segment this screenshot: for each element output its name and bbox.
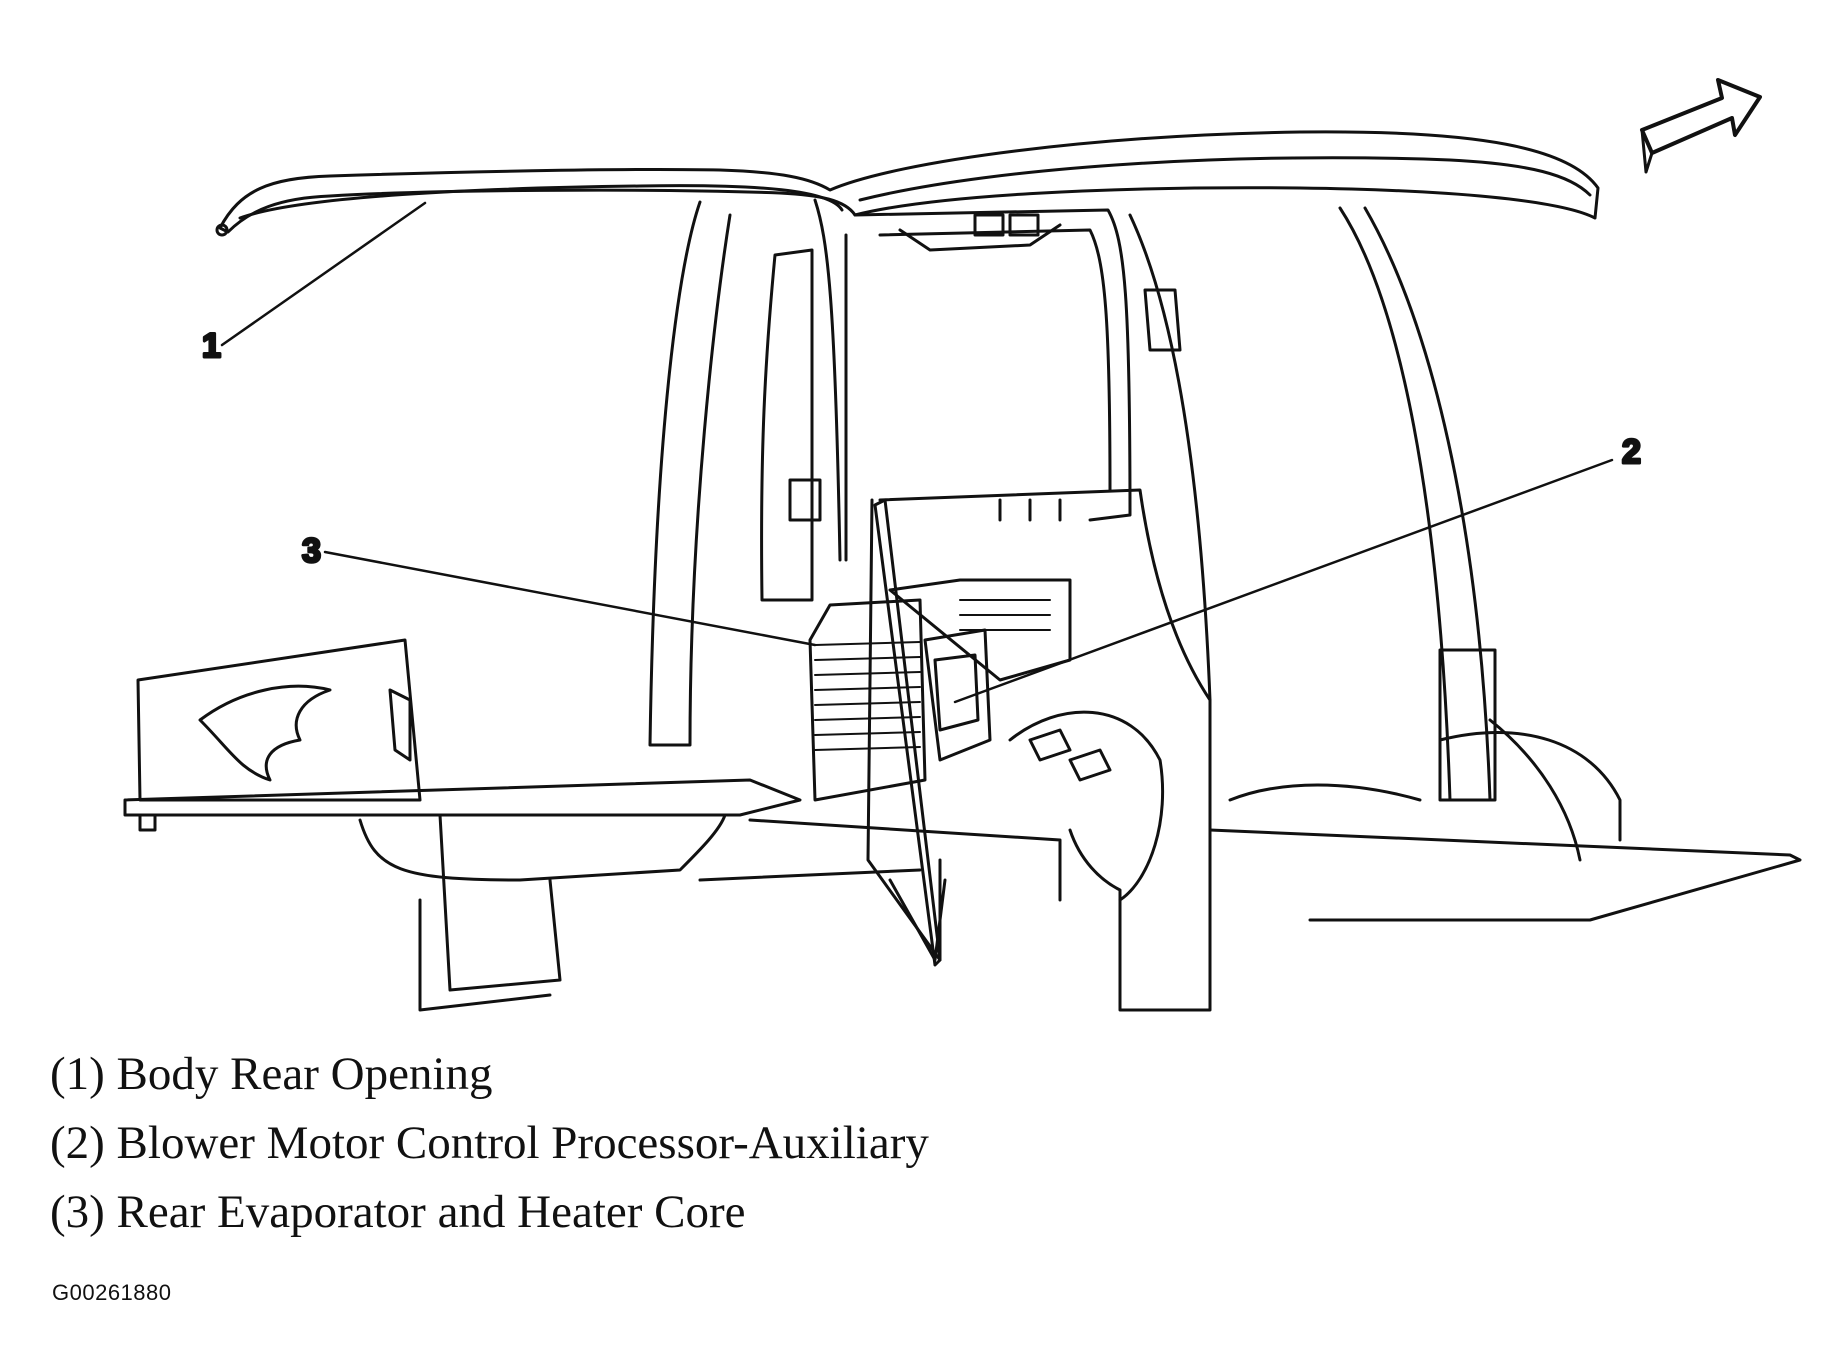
legend-item-3: (3) Rear Evaporator and Heater Core xyxy=(50,1186,746,1238)
vehicle-body-illustration: 1 2 3 xyxy=(123,78,1802,1012)
front-direction-arrow-icon xyxy=(1640,78,1762,174)
callout-number-3: 3 xyxy=(302,532,321,570)
floor-panel xyxy=(123,731,1802,1012)
blower-motor-control-processor xyxy=(923,628,992,762)
rear-pillar xyxy=(1338,206,1582,862)
side-door-frame xyxy=(853,208,1212,702)
callout-legend: (1) Body Rear Opening (2) Blower Motor C… xyxy=(50,1040,929,1247)
wheelhouse xyxy=(1008,710,1165,902)
leader-line-1 xyxy=(220,201,427,347)
leader-line-3 xyxy=(323,550,817,647)
roof-panel xyxy=(215,130,1600,237)
callout-number-1: 1 xyxy=(202,327,221,365)
callout-number-2: 2 xyxy=(1622,433,1641,471)
legend-item-1: (1) Body Rear Opening xyxy=(50,1048,493,1100)
figure-id: G00261880 xyxy=(52,1280,172,1305)
legend-item-2: (2) Blower Motor Control Processor-Auxil… xyxy=(50,1117,929,1169)
leader-lines xyxy=(220,201,1614,704)
callout-numbers: 1 2 3 xyxy=(201,326,1643,572)
open-door-panel xyxy=(873,498,947,967)
leader-line-2 xyxy=(953,458,1614,704)
rear-fender-panel xyxy=(136,638,422,802)
left-pillar xyxy=(648,198,848,747)
rear-evaporator-heater-core xyxy=(808,578,1072,802)
